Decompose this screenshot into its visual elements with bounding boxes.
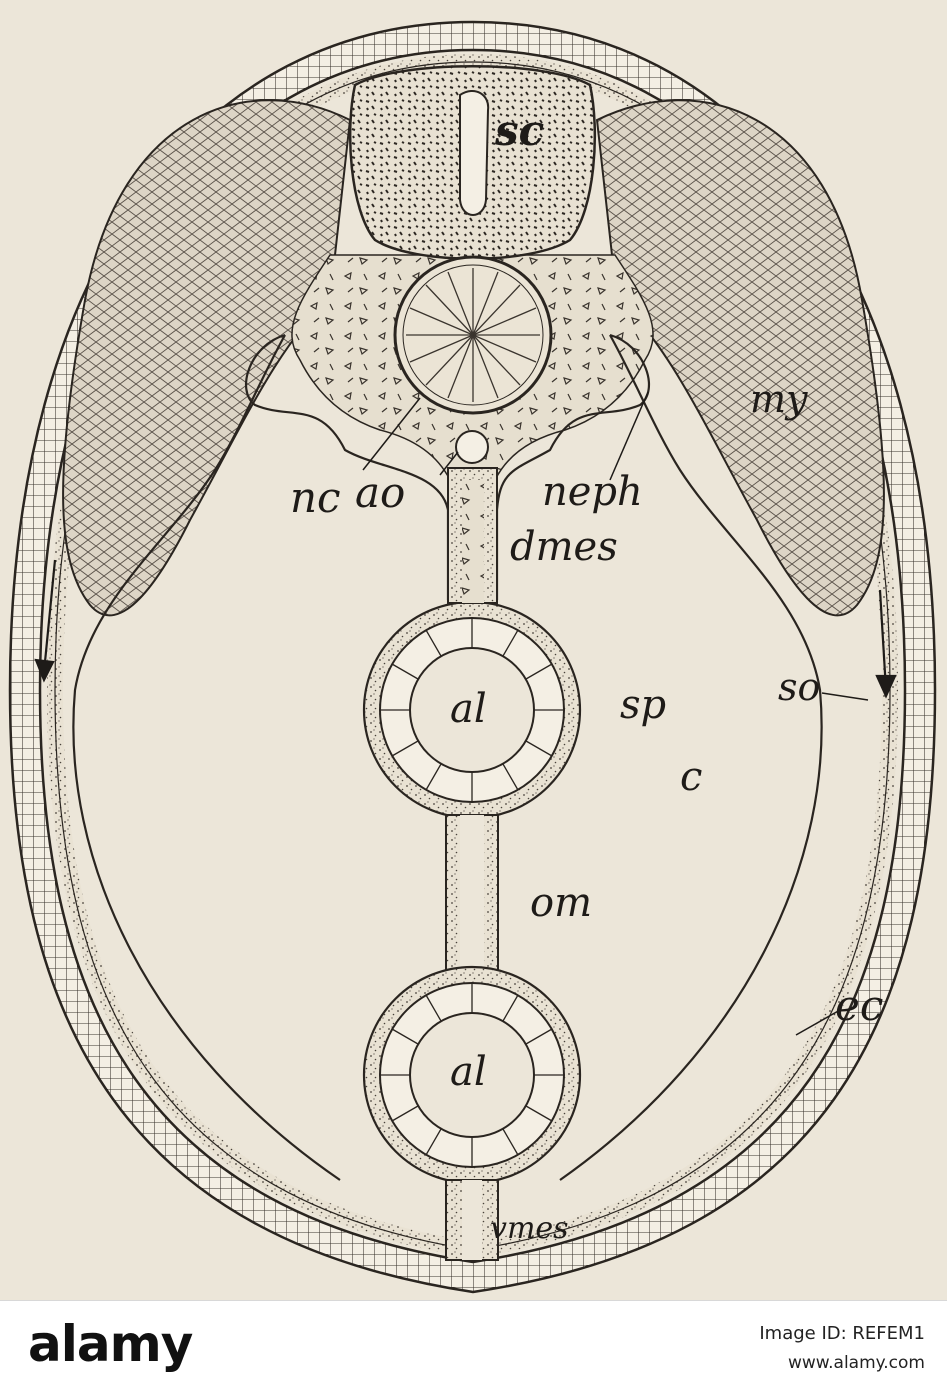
gut-lower: [362, 965, 582, 1185]
label-dmes: dmes: [510, 524, 618, 570]
label-nc: nc: [290, 473, 341, 522]
label-sp: sp: [620, 682, 666, 728]
myotome-left: [62, 99, 352, 617]
spinal-cord: [348, 65, 597, 260]
coelom-lining: [72, 333, 823, 1181]
label-vmes: vmes: [490, 1211, 569, 1246]
label-c: c: [680, 754, 702, 800]
footer-bar: alamy Image ID: REFEM1 www.alamy.com: [0, 1300, 947, 1391]
embryo-cross-section-figure: alamy alamy alamy: [8, 20, 937, 1294]
ventral-mesentery: [445, 1179, 499, 1261]
leader-lines: [362, 391, 869, 1036]
label-ao: ao: [355, 468, 405, 517]
aorta: [455, 430, 489, 464]
label-neph: neph: [542, 469, 643, 515]
label-al-upper: al: [450, 686, 487, 732]
site-url-link[interactable]: www.alamy.com: [787, 1353, 925, 1373]
label-so: so: [778, 665, 820, 709]
dorsal-mesentery: [447, 467, 498, 604]
myotome-right: [595, 99, 885, 617]
brand-logo[interactable]: alamy: [28, 1315, 193, 1373]
label-al-lower: al: [450, 1049, 487, 1095]
notochord: [393, 255, 553, 415]
image-id-label: Image ID: REFEM1: [759, 1323, 925, 1344]
label-my: my: [750, 377, 808, 421]
label-ec: ec: [835, 981, 883, 1030]
growth-arrows: [34, 559, 897, 699]
label-om: om: [530, 880, 592, 926]
label-sc: sc: [494, 106, 544, 155]
figure-labels: sc my nc ao neph dmes al sp so c om ec a…: [290, 106, 883, 1246]
